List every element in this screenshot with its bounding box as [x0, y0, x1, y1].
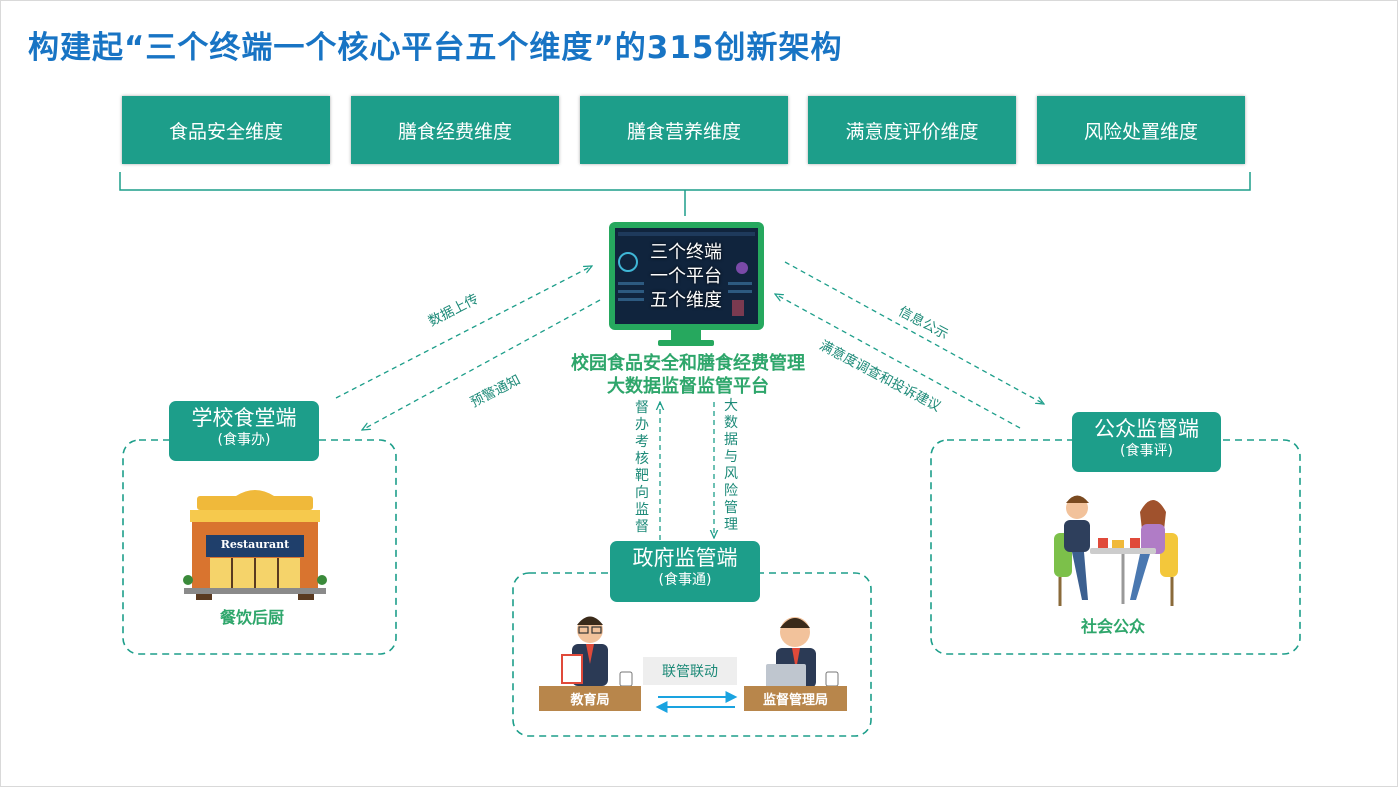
restaurant-sign: Restaurant — [220, 538, 290, 551]
restaurant-icon — [183, 490, 327, 600]
public-terminal-header: 公众监督端 (食事评) — [1072, 412, 1221, 472]
link-arrows — [655, 691, 738, 713]
supervision-official-icon — [766, 617, 839, 688]
platform-screen-text: 三个终端 一个平台 五个维度 — [624, 241, 748, 313]
school-terminal-title: 学校食堂端 — [191, 406, 297, 430]
screen-line-dimensions: 五个维度 — [650, 290, 722, 311]
upload-arrow — [335, 266, 592, 399]
dimension-food-safety: 食品安全维度 — [122, 96, 330, 164]
gov-terminal-subtitle: (食事通) — [658, 572, 712, 588]
supervision-bureau-desk: 监督管理局 — [744, 686, 847, 711]
school-terminal-subtitle: (食事办) — [217, 432, 271, 448]
disclosure-arrow — [784, 261, 1044, 404]
school-terminal-header: 学校食堂端 (食事办) — [169, 401, 319, 461]
dimension-satisfaction: 满意度评价维度 — [808, 96, 1016, 164]
bigdata-label: 大数据与风险管理 — [724, 398, 738, 533]
public-terminal-subtitle: (食事评) — [1120, 443, 1173, 459]
platform-name-line2: 大数据监督监管平台 — [607, 376, 769, 397]
school-caption: 餐饮后厨 — [220, 608, 285, 627]
dimension-risk-handling: 风险处置维度 — [1037, 96, 1245, 164]
screen-line-terminals: 三个终端 — [650, 242, 722, 263]
education-official-icon — [561, 616, 633, 687]
public-terminal-title: 公众监督端 — [1094, 417, 1199, 441]
dimension-meal-nutrition: 膳食营养维度 — [580, 96, 788, 164]
page-title: 构建起“三个终端一个核心平台五个维度”的315创新架构 — [28, 30, 843, 66]
public-diners-icon — [1054, 495, 1178, 606]
dimension-meal-funds: 膳食经费维度 — [351, 96, 559, 164]
platform-name: 校园食品安全和膳食经费管理 大数据监督监管平台 — [540, 352, 836, 398]
dimension-bracket — [119, 172, 1251, 216]
gov-terminal-header: 政府监管端 (食事通) — [610, 541, 760, 602]
survey-arrow — [775, 294, 1021, 429]
gov-terminal-title: 政府监管端 — [632, 546, 738, 570]
platform-monitor-icon — [609, 222, 764, 346]
public-caption: 社会公众 — [1081, 617, 1146, 636]
warning-arrow — [362, 299, 601, 430]
education-bureau-desk: 教育局 — [539, 686, 641, 711]
joint-management-label: 联管联动 — [643, 657, 737, 685]
platform-name-line1: 校园食品安全和膳食经费管理 — [571, 353, 805, 374]
screen-line-platform: 一个平台 — [650, 266, 722, 287]
supervise-label: 督办考核靶向监督 — [635, 400, 649, 535]
